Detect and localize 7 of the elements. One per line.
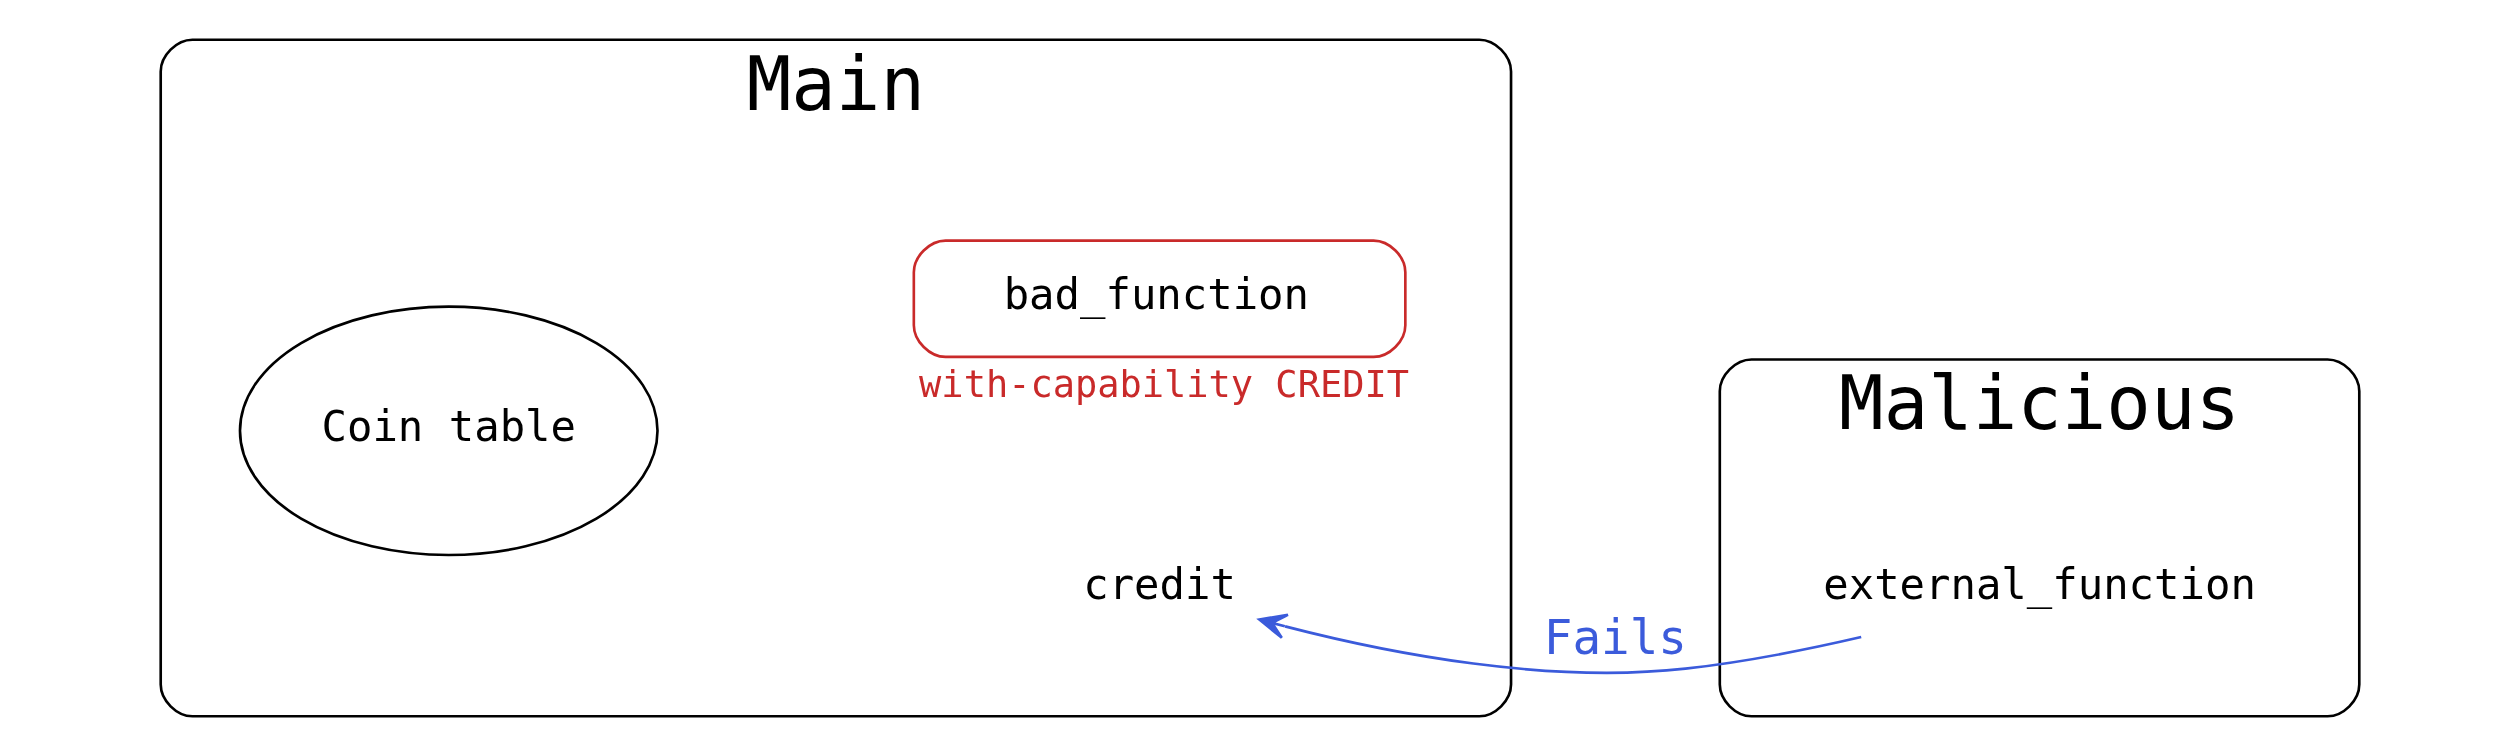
node-text: credit [1083, 560, 1236, 610]
node-ellipse: Coin table [238, 305, 659, 557]
arrow [1258, 613, 1862, 675]
edge-label: Fails [1543, 609, 1687, 665]
node-label: with-capability CREDIT [919, 363, 1409, 407]
node-box: bad_function [912, 239, 1407, 359]
node-text: external_function [1823, 560, 2256, 610]
